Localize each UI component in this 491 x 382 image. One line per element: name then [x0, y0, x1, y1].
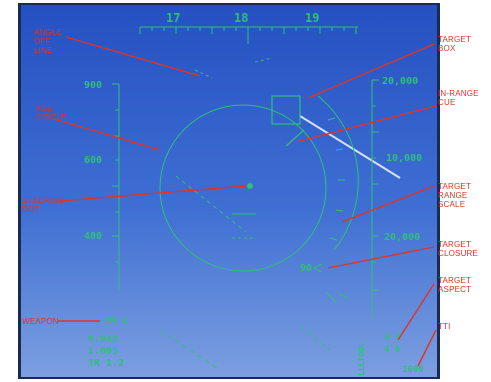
- leader-steering-dot: [59, 185, 247, 202]
- target-range-scale: [317, 95, 359, 251]
- leader-tti: [417, 329, 437, 367]
- leader-target-box: [307, 43, 435, 99]
- heading-label: 19: [305, 11, 319, 25]
- contrail: [299, 115, 401, 179]
- tti-readout: 1000: [402, 365, 424, 375]
- flight-path-line: [159, 329, 221, 371]
- label-target-box: TARGET BOX: [438, 35, 472, 53]
- in-range-cue: [285, 129, 305, 147]
- target-aspect-readout: 4 6: [384, 345, 400, 355]
- ase-circle: [159, 104, 327, 272]
- label-steering-dot: STEERING DOT: [22, 196, 65, 214]
- flight-path-line: [299, 325, 331, 351]
- label-weapon: WEAPON: [22, 317, 59, 326]
- leader-angle-off-line: [65, 36, 201, 77]
- hud-symbology: [112, 26, 379, 371]
- angle-off-line: [175, 175, 247, 233]
- target-box: [271, 95, 301, 125]
- label-tti: TTI: [438, 322, 451, 331]
- vertical-readout: LLLTOOL: [357, 342, 366, 376]
- weapon-readout: 7M 4: [104, 316, 128, 327]
- airspeed-value: 600: [84, 155, 102, 166]
- label-target-closure: TARGET CLOSURE: [438, 240, 479, 258]
- airspeed-value: 900: [84, 80, 102, 91]
- heading-label: 17: [166, 11, 180, 25]
- pitch-mark: [337, 293, 349, 299]
- leader-target-range-scale: [341, 185, 435, 223]
- pitch-mark: [254, 57, 273, 63]
- leader-in-range-cue: [295, 105, 437, 143]
- leader-target-closure: [327, 246, 435, 269]
- target-range-scale-ticks: [327, 117, 345, 241]
- target-closure-caret: [312, 263, 323, 273]
- sky-background: [21, 5, 437, 377]
- label-angle-off-line: ANGLE OFF LINE: [34, 28, 63, 55]
- altitude-scale-ticks: [372, 79, 379, 291]
- label-target-aspect: TARGET ASPECT: [438, 276, 472, 294]
- altitude-value: 10,000: [386, 153, 422, 164]
- heading-tape-ticks: [139, 27, 357, 34]
- label-in-range-cue: IN-RANGE CUE: [438, 89, 479, 107]
- altitude-value: 20,000: [384, 232, 420, 243]
- readout-line: 0.943: [88, 334, 118, 345]
- airspeed-value: 400: [84, 231, 102, 242]
- annotation-leaders: [53, 36, 437, 367]
- leader-ase-circle: [53, 118, 161, 151]
- target-aspect-readout: 4 8: [384, 333, 400, 343]
- pitch-mark: [325, 291, 337, 303]
- target-closure-value: 90: [300, 263, 312, 274]
- readout-line: 1.005: [88, 346, 118, 357]
- heading-label: 18: [234, 11, 248, 25]
- label-target-range-scale: TARGET RANGE SCALE: [438, 182, 472, 209]
- readout-line: TR 1.2: [88, 358, 124, 369]
- leader-target-aspect: [397, 283, 435, 341]
- altitude-value: 20,000: [382, 76, 418, 87]
- steering-dot: [247, 183, 253, 189]
- airspeed-scale-ticks: [112, 83, 119, 263]
- label-ase-circle: ASE CIRCLE: [36, 104, 67, 122]
